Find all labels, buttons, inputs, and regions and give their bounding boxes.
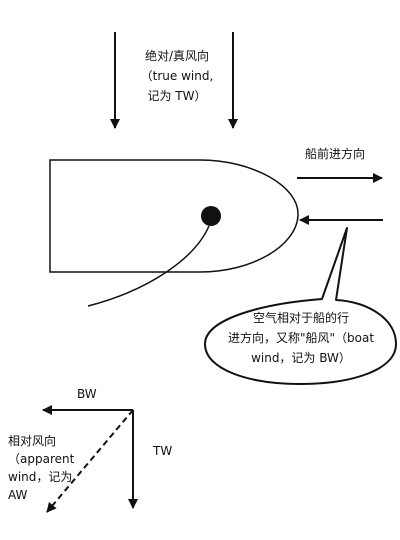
boat-wind-label-line3: wind，记为 BW） — [251, 351, 351, 365]
sail-line — [87, 225, 210, 307]
apparent-wind-label-line4: AW — [8, 488, 28, 502]
tw-vector-label: TW — [153, 444, 173, 458]
true-wind-label-line2: （true wind, — [140, 69, 214, 83]
true-wind-label-line3: 记为 TW） — [147, 89, 207, 103]
mast-dot — [201, 206, 221, 226]
boat-wind-label-line1: 空气相对于船的行 — [252, 311, 349, 325]
aw-vector-arrow — [46, 409, 134, 513]
apparent-wind-label-line1: 相对风向 — [8, 434, 57, 448]
boat-hull — [49, 159, 299, 273]
apparent-wind-label-line2: （apparent — [8, 452, 75, 466]
true-wind-label-line1: 绝对/真风向 — [144, 49, 210, 63]
boat-wind-label-line2: 进方向，又称"船风"（boat — [227, 331, 375, 345]
boat-direction-label: 船前进方向 — [305, 147, 366, 161]
apparent-wind-label-line3: wind，记为 — [8, 470, 73, 484]
bw-vector-label: BW — [77, 387, 97, 401]
boat-wind-callout-bubble — [204, 227, 397, 385]
